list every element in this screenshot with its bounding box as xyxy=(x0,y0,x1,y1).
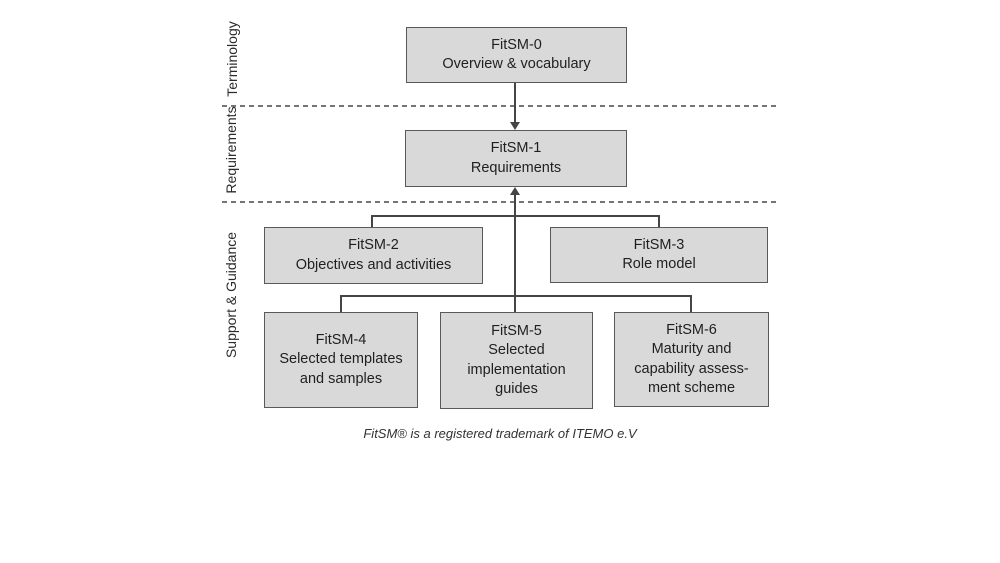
box-fitsm-6-code: FitSM-6 xyxy=(666,321,717,338)
box-fitsm-3-code: FitSM-3 xyxy=(633,236,685,253)
section-divider-requirements-support xyxy=(222,201,780,203)
arrow-down-icon xyxy=(510,122,520,130)
box-fitsm-0-code: FitSM-0 xyxy=(491,36,542,53)
section-label-support-guidance: Support & Guidance xyxy=(223,231,239,359)
arrow-up-icon xyxy=(510,187,520,195)
box-fitsm-2: FitSM-2 Objectives and activities xyxy=(264,227,483,284)
box-fitsm-0-title: Overview & vocabulary xyxy=(442,56,591,72)
box-fitsm-3: FitSM-3 Role model xyxy=(550,227,768,283)
section-divider-terminology-requirements xyxy=(222,105,780,107)
box-fitsm-1: FitSM-1 Requirements xyxy=(405,130,627,187)
connector-center-vertical xyxy=(514,194,516,313)
box-fitsm-5: FitSM-5 Selected implementation guides xyxy=(440,312,593,409)
box-fitsm-0: FitSM-0 Overview & vocabulary xyxy=(406,27,627,83)
connector-row2-horizontal xyxy=(340,295,692,297)
box-fitsm-1-title: Requirements xyxy=(470,159,562,176)
box-fitsm-1-code: FitSM-1 xyxy=(490,140,542,156)
trademark-note: FitSM® is a registered trademark of ITEM… xyxy=(363,426,637,441)
box-fitsm-5-title: Selected implementation guides xyxy=(467,342,566,397)
connector-stub-fitsm4 xyxy=(340,295,342,312)
box-fitsm-5-code: FitSM-5 xyxy=(491,322,542,339)
box-fitsm-4-title: Selected templates and samples xyxy=(279,351,403,387)
box-fitsm-2-title: Objectives and activities xyxy=(295,256,452,273)
connector-stub-fitsm6 xyxy=(690,295,692,312)
box-fitsm-2-code: FitSM-2 xyxy=(348,237,399,253)
box-fitsm-6-title: Maturity and capability assess- ment sch… xyxy=(634,341,749,396)
connector-stub-fitsm2 xyxy=(371,215,373,227)
box-fitsm-4-code: FitSM-4 xyxy=(315,331,367,348)
box-fitsm-4: FitSM-4 Selected templates and samples xyxy=(264,312,418,408)
box-fitsm-6: FitSM-6 Maturity and capability assess- … xyxy=(614,312,769,407)
box-fitsm-3-title: Role model xyxy=(622,256,696,272)
section-label-requirements: Requirements xyxy=(223,106,239,194)
connector-stub-fitsm3 xyxy=(658,215,660,227)
connector-fitsm0-to-fitsm1 xyxy=(514,83,516,124)
connector-row1-horizontal xyxy=(371,215,660,217)
